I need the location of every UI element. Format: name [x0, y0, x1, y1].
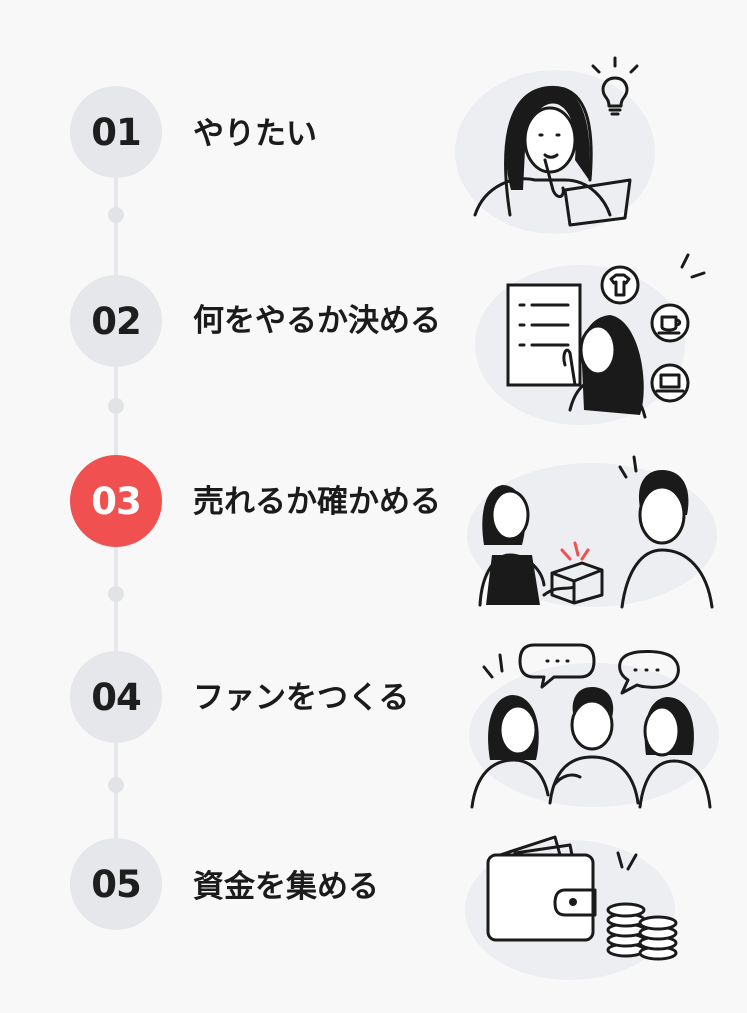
step-title: 何をやるか決める: [193, 303, 441, 339]
timeline-dot: [108, 777, 124, 793]
woman-choosing-list-icon: [475, 253, 706, 425]
step-number-badge: 05: [70, 838, 162, 930]
seller-showing-product-icon: [467, 455, 717, 609]
people-talking-icon: [469, 643, 719, 809]
timeline-dot: [108, 586, 124, 602]
step-number-badge: 03: [70, 455, 162, 547]
wallet-coins-icon: [465, 835, 678, 980]
step-number-badge: 04: [70, 651, 162, 743]
step-title: 売れるか確かめる: [193, 484, 441, 520]
step-number-badge: 01: [70, 86, 162, 178]
woman-thinking-notebook-lightbulb-icon: [455, 56, 655, 234]
timeline-dot: [108, 207, 124, 223]
step-title: ファンをつくる: [193, 680, 410, 716]
step-number-badge: 02: [70, 275, 162, 367]
timeline-dot: [108, 398, 124, 414]
step-title: やりたい: [193, 116, 317, 152]
step-title: 資金を集める: [193, 869, 379, 905]
